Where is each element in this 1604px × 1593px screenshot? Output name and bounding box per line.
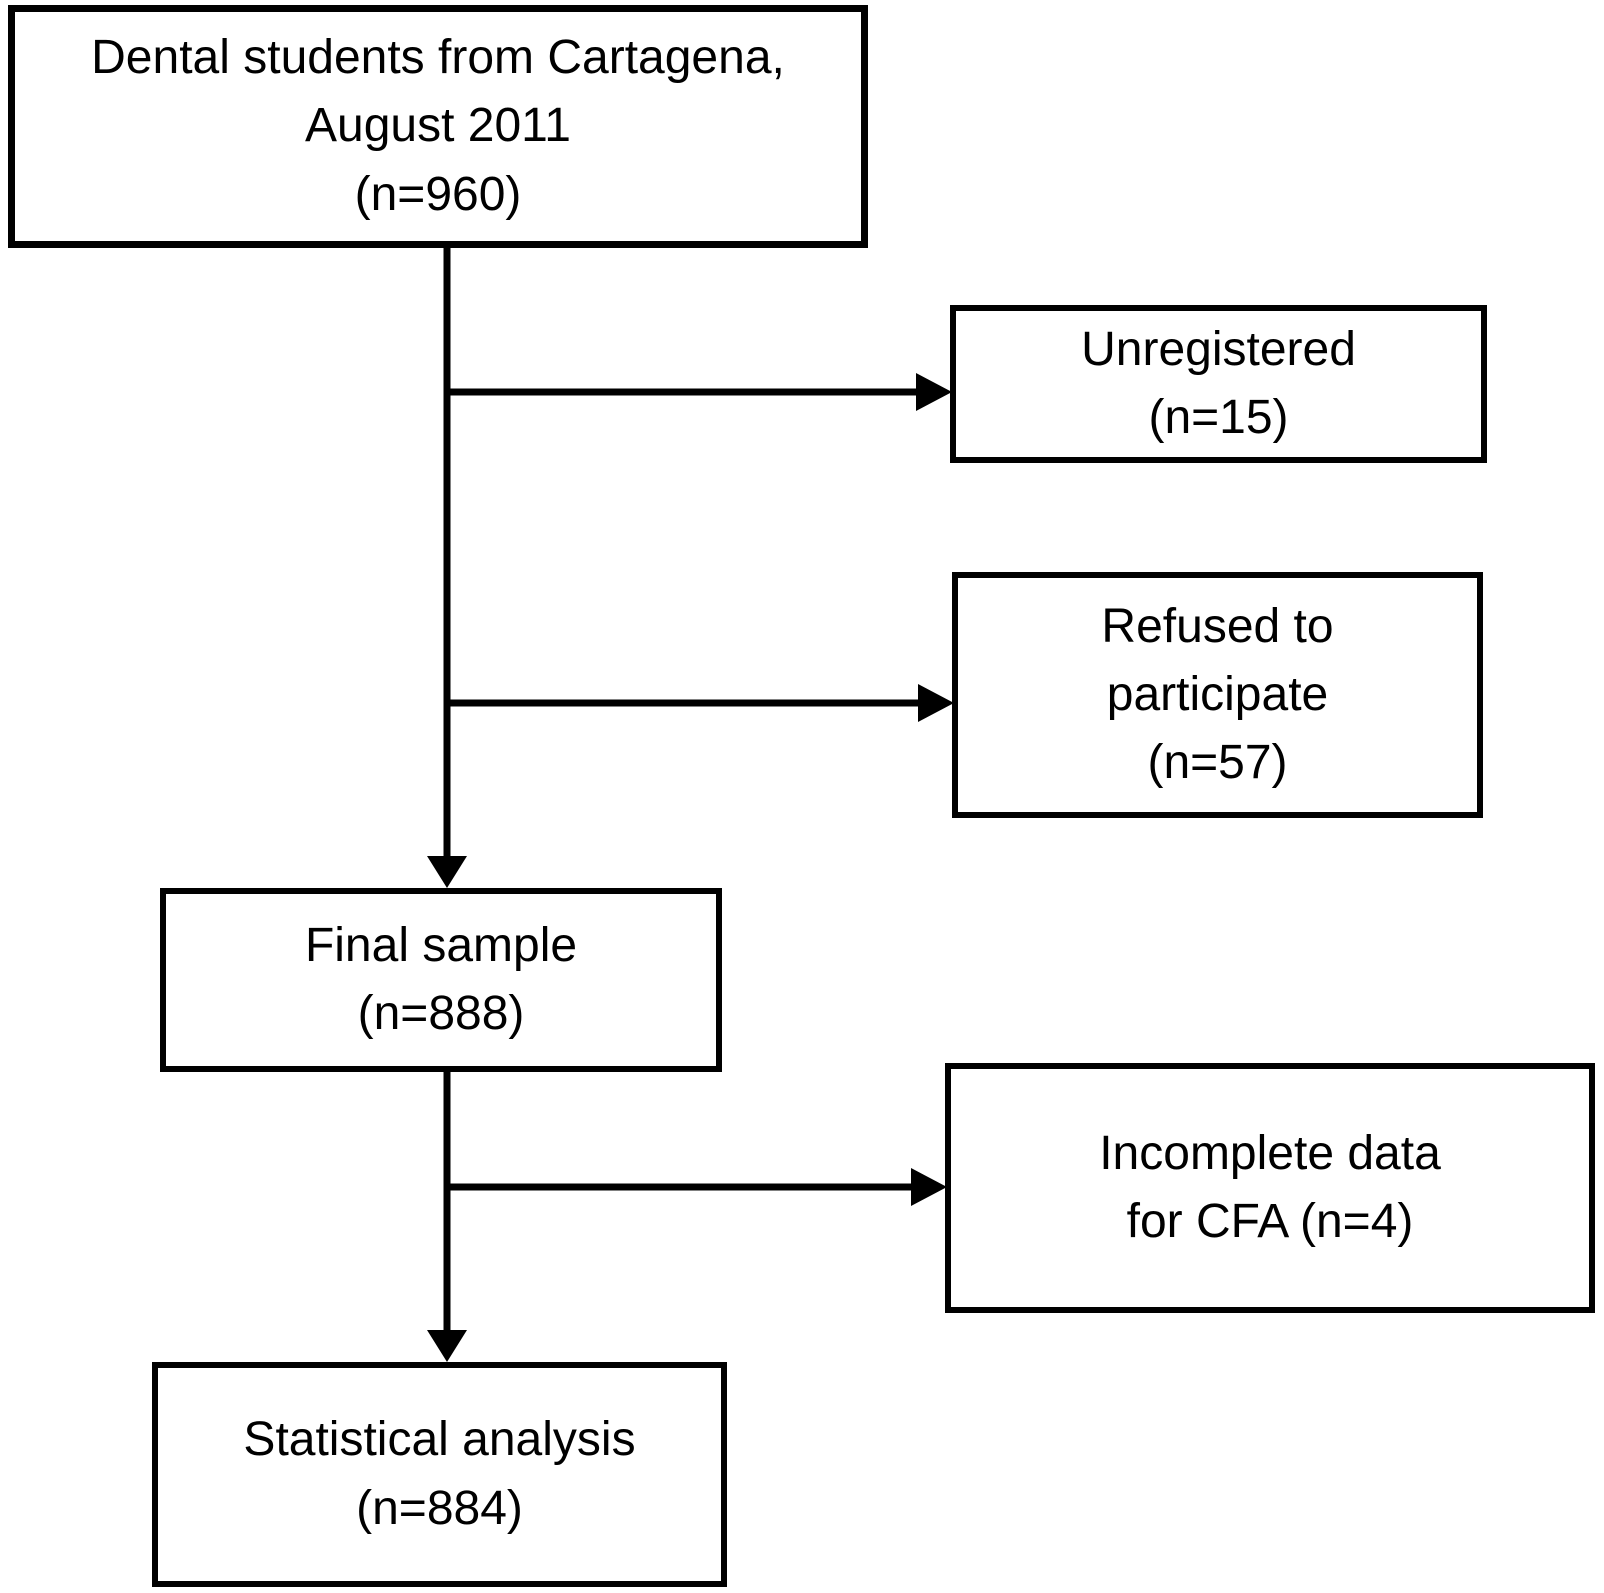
node-refused-line-2: participate [1106,667,1329,721]
node-incomplete-data-line-2: for CFA (n=4) [1126,1195,1414,1248]
node-refused-count: (n=57) [1147,736,1288,790]
node-statistical-analysis-count: (n=884) [356,1481,523,1535]
node-unregistered-label: Unregistered [1081,322,1356,376]
arrowhead-down-final-sample-icon [427,856,467,888]
node-statistical-analysis-label: Statistical analysis [243,1413,636,1467]
arrowhead-right-refused-icon [918,684,954,722]
node-population: Dental students from Cartagena, August 2… [8,5,868,248]
node-population-line-1: Dental students from Cartagena, [91,31,785,85]
node-refused-line-1: Refused to [1101,599,1334,653]
node-incomplete-data: Incomplete data for CFA (n=4) [945,1063,1595,1313]
node-population-count: (n=960) [354,167,522,221]
arrowhead-right-unregistered-icon [916,373,952,411]
node-refused: Refused to participate (n=57) [952,572,1483,818]
node-incomplete-data-line-1: Incomplete data [1099,1126,1441,1180]
node-statistical-analysis: Statistical analysis (n=884) [152,1362,727,1587]
node-unregistered: Unregistered (n=15) [950,305,1487,463]
node-population-line-2: August 2011 [305,99,571,153]
node-final-sample-count: (n=888) [357,987,525,1040]
arrowhead-down-statistical-icon [427,1330,467,1362]
node-final-sample: Final sample (n=888) [160,888,722,1072]
arrowhead-right-incomplete-icon [911,1168,947,1206]
node-unregistered-count: (n=15) [1148,391,1289,444]
node-final-sample-label: Final sample [304,918,578,972]
